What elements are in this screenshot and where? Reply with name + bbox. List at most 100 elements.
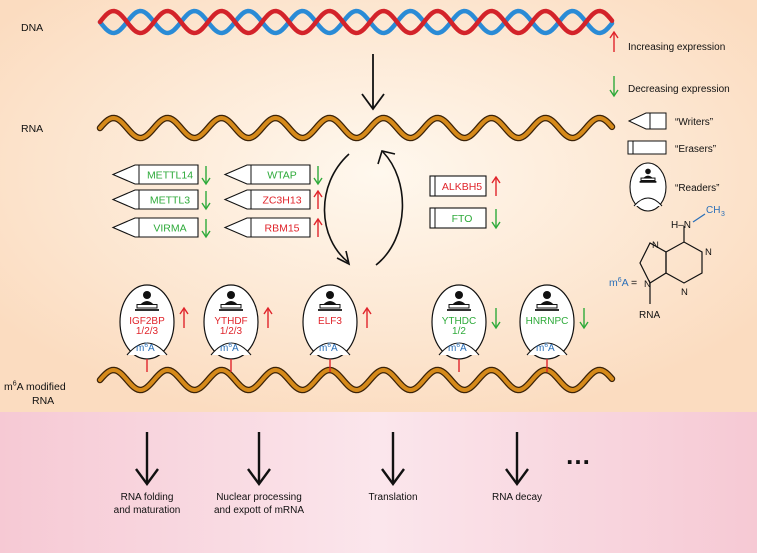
writer-mettl14-trend-arrow-head	[201, 177, 211, 186]
outcome-1-line-1: RNA folding	[121, 492, 174, 503]
writer-wtap-box	[223, 164, 311, 185]
modified-rna-label: m6A modified	[4, 380, 66, 393]
lower-background	[0, 412, 757, 553]
writer-mettl14-label: METTL14	[147, 170, 193, 182]
writer-mettl14-box	[111, 164, 199, 185]
writer-mettl3-box	[111, 189, 199, 210]
outcome-arrow-1-head	[135, 468, 159, 487]
reader-igf2bp-label-line-1: IGF2BP	[129, 316, 165, 327]
reader-ythdc-label-line-2: 1/2	[452, 326, 466, 337]
reader-hnrnpc-binding-pocket	[526, 342, 568, 356]
reader-elf3-m6a-site: m6A	[319, 342, 338, 354]
eraser-fto-trend-arrow-head	[491, 221, 501, 230]
reader-ythdc-icon	[447, 291, 471, 311]
reader-ythdf-icon	[219, 291, 243, 311]
outcome-arrow-4-head	[505, 468, 529, 487]
writer-mettl3-label: METTL3	[150, 195, 190, 207]
writer-virma-box	[111, 217, 199, 238]
reader-ythdf-label-line-1: YTHDF	[214, 316, 247, 327]
reader-elf3-binding-pocket	[309, 342, 351, 356]
legend-increasing-label: Increasing expression	[628, 42, 726, 53]
m6a-n1-label: N	[705, 247, 712, 258]
m6a-n9-label: N	[644, 279, 651, 290]
reader-ythdc-m6a-site: m6A	[448, 342, 467, 354]
outcome-3-line-1: Translation	[368, 492, 417, 503]
writer-zc3h13-trend-arrow-head	[313, 189, 323, 198]
reader-igf2bp-m6a-site: m6A	[136, 342, 155, 354]
writer-wtap-trend-arrow-head	[313, 177, 323, 186]
reader-ythdc-binding-pocket	[438, 342, 480, 356]
writer-virma-trend-arrow-head	[201, 230, 211, 239]
rna-label: RNA	[21, 123, 44, 135]
m6a-n7-label: N	[652, 240, 659, 251]
m6a-rna-label: RNA	[639, 310, 660, 321]
m6a-amine-label: H–N	[671, 220, 691, 231]
writer-wtap-label: WTAP	[267, 170, 297, 182]
eraser-fto-label: FTO	[452, 213, 473, 225]
eraser-alkbh5-trend-arrow-head	[491, 175, 501, 184]
rna-strand	[98, 116, 614, 140]
outcome-arrow-3-head	[381, 468, 405, 487]
outcome-1-line-2: and maturation	[114, 505, 181, 516]
outcome-2-line-1: Nuclear processing	[216, 492, 302, 503]
legend-readers-label: “Readers”	[675, 183, 720, 194]
reader-ythdf-trend-arrow-head	[263, 306, 273, 315]
reader-hnrnpc-trend-arrow-head	[579, 321, 589, 330]
eraser-alkbh5-label: ALKBH5	[442, 181, 482, 193]
legend-down-arrow-head	[609, 89, 619, 98]
writer-rbm15-trend-arrow-head	[313, 217, 323, 226]
legend-decreasing-label: Decreasing expression	[628, 84, 730, 95]
modified-rna-label-line1: m6A modified	[4, 380, 66, 393]
outcome-2-line-2: and expott of mRNA	[214, 505, 304, 516]
more-outcomes-ellipsis: …	[565, 440, 591, 470]
legend-eraser-shape	[627, 140, 667, 155]
dna-label: DNA	[21, 22, 44, 34]
m6a-equals-label: m6A =	[609, 277, 637, 289]
writer-mettl3-trend-arrow-head	[201, 202, 211, 211]
legend-writer-shape	[627, 112, 667, 130]
reader-igf2bp-icon	[135, 291, 159, 311]
reader-ythdc-label-line-1: YTHDC	[442, 316, 476, 327]
cycle-arrow-left-head	[336, 250, 351, 266]
reader-elf3-trend-arrow-head	[362, 306, 372, 315]
m6a-methyl-label: CH	[706, 205, 720, 216]
eraser-fto-box	[429, 207, 487, 229]
m6a-modified-rna-strand	[98, 368, 614, 392]
writer-rbm15-label: RBM15	[264, 223, 299, 235]
writer-zc3h13-box	[223, 189, 311, 210]
legend-reader-icon	[639, 168, 657, 183]
reader-hnrnpc-icon	[535, 291, 559, 311]
reader-ythdf-binding-pocket	[210, 342, 252, 356]
reader-igf2bp-label-line-2: 1/2/3	[136, 326, 159, 337]
reader-ythdf-m6a-site: m6A	[220, 342, 239, 354]
cycle-arrow-right-head	[377, 150, 396, 165]
cycle-arrow-right	[375, 151, 404, 266]
m6a-n3-label: N	[681, 287, 688, 298]
legend-up-arrow-head	[609, 30, 619, 39]
reader-igf2bp-binding-pocket	[126, 342, 168, 356]
reader-ythdf-label-line-2: 1/2/3	[220, 326, 243, 337]
reader-hnrnpc-m6a-site: m6A	[536, 342, 555, 354]
legend-reader-pocket	[633, 197, 663, 207]
modified-rna-label-line2: RNA	[32, 395, 55, 407]
m6a-methyl-bond	[692, 213, 706, 223]
dna-to-rna-arrow-head	[361, 93, 385, 111]
writer-virma-label: VIRMA	[153, 223, 186, 235]
m6a-purine-five-ring	[639, 242, 667, 284]
writer-zc3h13-label: ZC3H13	[262, 195, 301, 207]
reader-elf3-label-line-1: ELF3	[318, 316, 342, 327]
legend-reader-shape	[629, 162, 667, 212]
reader-igf2bp-trend-arrow-head	[179, 306, 189, 315]
legend-erasers-label: “Erasers”	[675, 144, 717, 155]
outcome-4-line-1: RNA decay	[492, 492, 542, 503]
reader-elf3-icon	[318, 291, 342, 311]
outcome-arrow-2-head	[247, 468, 271, 487]
writer-rbm15-box	[223, 217, 311, 238]
m6a-methyl-subscript: 3	[721, 211, 725, 218]
dna-strand-blue	[97, 8, 615, 36]
reader-ythdc-trend-arrow-head	[491, 321, 501, 330]
cycle-arrow-left	[323, 153, 350, 263]
eraser-alkbh5-box	[429, 175, 487, 197]
